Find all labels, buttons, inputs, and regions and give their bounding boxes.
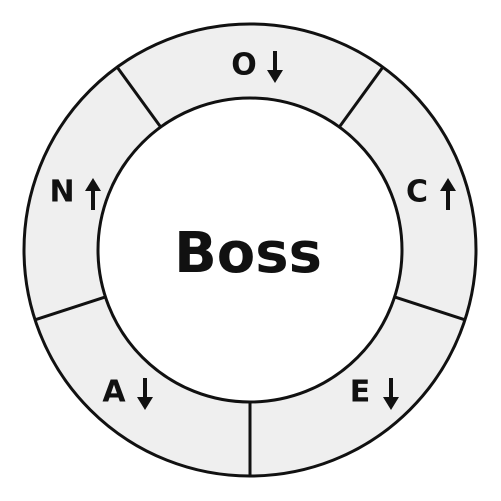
segment-c-label: C	[406, 175, 428, 210]
segment-a: A	[102, 375, 153, 410]
segment-o-label: O	[231, 48, 257, 83]
arrow-down-icon	[383, 378, 399, 410]
segment-e: E	[350, 375, 399, 410]
segment-labels: O C E A N	[49, 48, 456, 410]
segment-o: O	[231, 48, 283, 83]
ring-divider-2	[338, 66, 385, 128]
segment-n: N	[49, 175, 101, 210]
arrow-up-icon	[85, 178, 101, 210]
segment-c: C	[406, 175, 456, 210]
segment-e-label: E	[350, 375, 371, 410]
arrow-up-icon	[440, 178, 456, 210]
ring-dividers	[34, 66, 466, 476]
ring-divider-1	[115, 66, 162, 128]
center-circle	[96, 96, 404, 404]
segment-a-label: A	[102, 375, 126, 410]
ring-divider-5	[34, 295, 106, 322]
segment-n-label: N	[49, 175, 74, 210]
center-label: Boss	[174, 221, 322, 286]
arrow-down-icon	[267, 51, 283, 83]
arrow-down-icon	[137, 378, 153, 410]
ring-divider-3	[394, 295, 466, 322]
